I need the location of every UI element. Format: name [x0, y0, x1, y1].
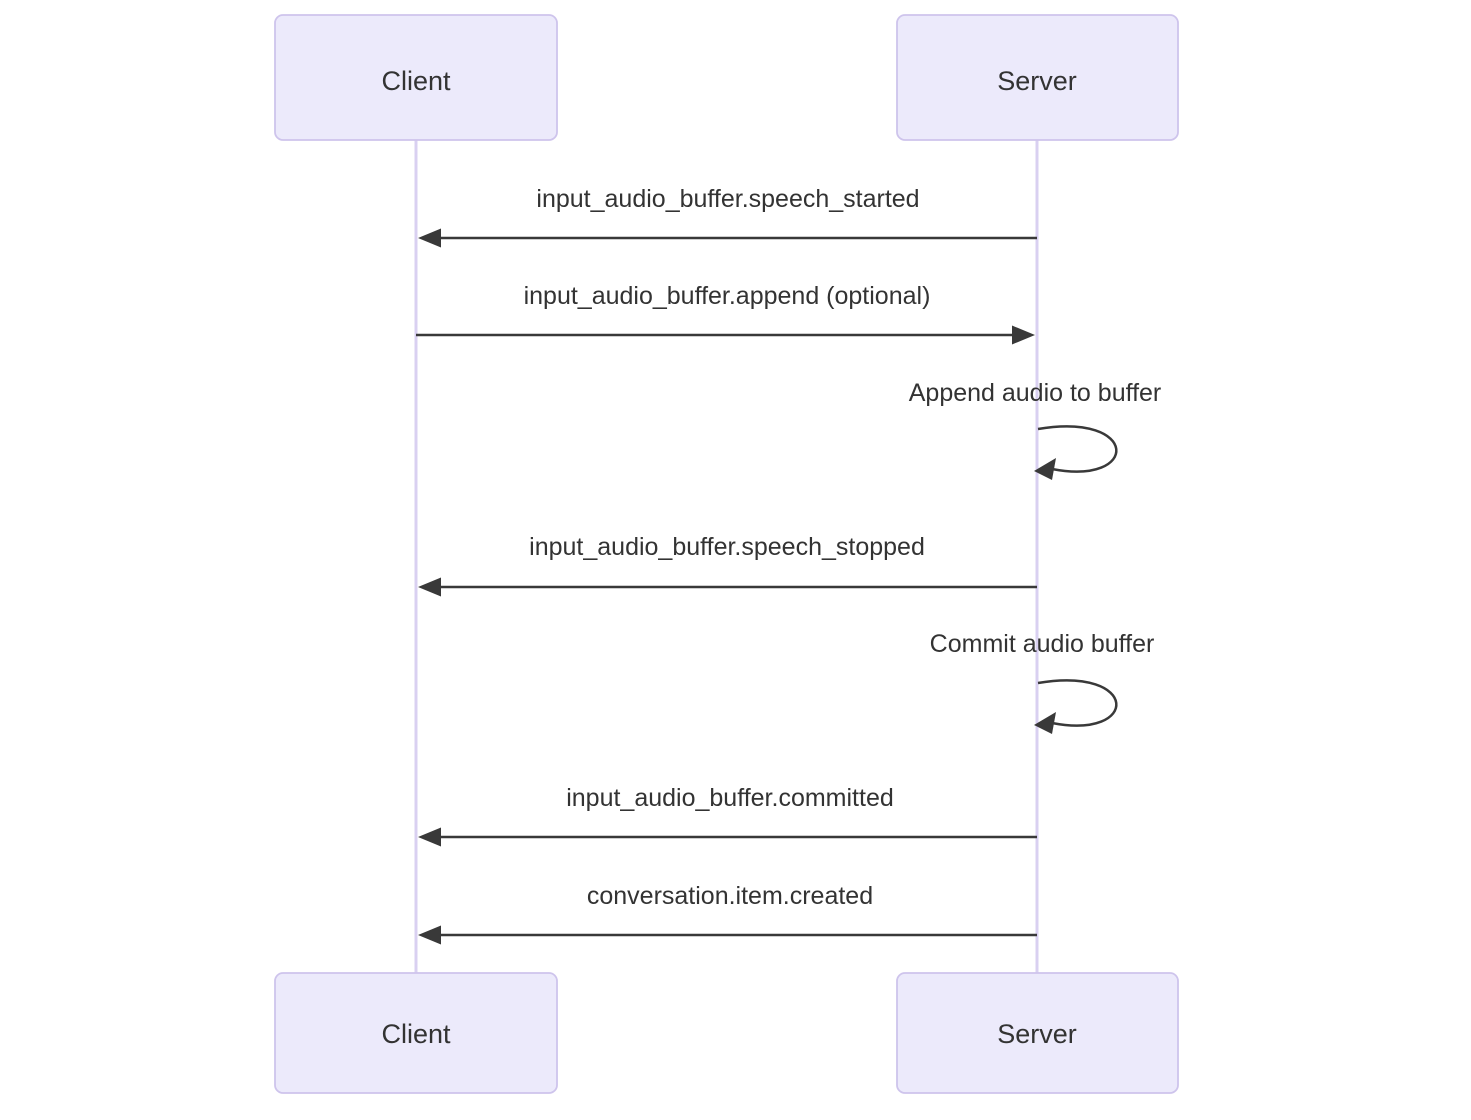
message-committed: input_audio_buffer.committed: [418, 784, 1037, 847]
arrowhead-self-loop-icon: [1034, 712, 1056, 734]
actor-server-bottom-box: [896, 972, 1179, 1094]
message-speech-stopped-label: input_audio_buffer.speech_stopped: [529, 533, 925, 561]
actor-client-bottom-box: [274, 972, 558, 1094]
actor-server-top-box: [896, 14, 1179, 141]
message-item-created-label: conversation.item.created: [587, 882, 873, 910]
message-speech-started-label: input_audio_buffer.speech_started: [536, 185, 919, 213]
actor-server-top-label: Server: [997, 66, 1077, 96]
message-append-audio-label: Append audio to buffer: [909, 379, 1162, 407]
arrowhead-self-loop-icon: [1034, 458, 1056, 480]
actor-client-bottom: Client: [274, 972, 558, 1094]
actor-server-top: Server: [896, 14, 1179, 141]
actor-client-bottom-label: Client: [381, 1019, 451, 1049]
message-commit-audio-self: Commit audio buffer: [930, 630, 1155, 734]
message-append: input_audio_buffer.append (optional): [416, 282, 1035, 345]
message-item-created: conversation.item.created: [418, 882, 1037, 945]
arrowhead-left-icon: [418, 228, 441, 248]
arrowhead-left-icon: [418, 577, 441, 597]
message-commit-audio-label: Commit audio buffer: [930, 630, 1155, 658]
message-append-label: input_audio_buffer.append (optional): [524, 282, 931, 310]
message-append-audio-self: Append audio to buffer: [909, 379, 1162, 480]
actor-server-bottom: Server: [896, 972, 1179, 1094]
message-speech-stopped: input_audio_buffer.speech_stopped: [418, 533, 1037, 597]
actor-client-top-box: [274, 14, 558, 141]
actor-client-top-label: Client: [381, 66, 451, 96]
self-loop-curve: [1037, 679, 1118, 727]
arrowhead-left-icon: [418, 827, 441, 847]
message-committed-label: input_audio_buffer.committed: [566, 784, 894, 812]
arrowhead-right-icon: [1012, 325, 1035, 345]
arrowhead-left-icon: [418, 925, 441, 945]
self-loop-curve: [1037, 425, 1118, 473]
actor-server-bottom-label: Server: [997, 1019, 1077, 1049]
message-speech-started: input_audio_buffer.speech_started: [418, 185, 1037, 248]
actor-client-top: Client: [274, 14, 558, 141]
